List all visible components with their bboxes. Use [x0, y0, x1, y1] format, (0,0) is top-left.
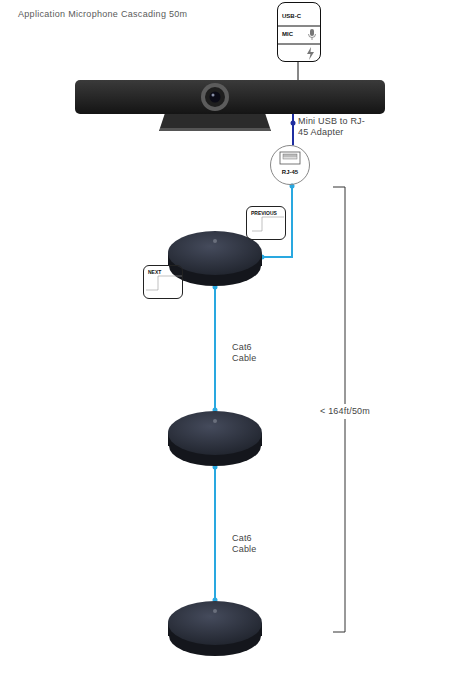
microphone	[168, 411, 262, 466]
port-sketch	[252, 217, 284, 231]
stand-base	[160, 128, 270, 131]
rj45-port-icon	[280, 152, 300, 164]
adapter-wire	[292, 114, 294, 146]
mic-icon	[309, 29, 316, 40]
port-sketch	[146, 276, 182, 290]
node-text: PREVIOUS	[251, 210, 277, 217]
cable-label: Cat6 Cable	[232, 533, 264, 555]
node-text: USB-C	[282, 7, 301, 25]
length-dimension: < 164ft/50m	[317, 404, 373, 419]
wire-dot	[291, 121, 296, 126]
adapter-label: Mini USB to RJ-45 Adapter	[298, 116, 366, 138]
camera-lens	[201, 83, 229, 111]
leader-line	[298, 62, 299, 80]
rj45-circle: RJ-45	[270, 145, 310, 185]
port-callout: USB-CMIC	[277, 2, 321, 62]
microphone	[168, 601, 262, 656]
power-icon	[307, 47, 314, 60]
port-callout: PREVIOUS	[246, 206, 286, 240]
callout-divider	[277, 44, 321, 45]
port-callout: NEXT	[143, 265, 183, 299]
cat6-cable	[214, 467, 216, 600]
callout-ground	[277, 2, 321, 62]
node-text: NEXT	[148, 269, 161, 276]
cat6-cable	[214, 287, 216, 410]
cable-label: Cat6 Cable	[232, 342, 264, 364]
node-text: RJ-45	[282, 168, 298, 176]
rj45-ground	[270, 145, 310, 185]
cat6-cable	[262, 186, 292, 257]
camera-stand	[159, 113, 271, 131]
node-text: MIC	[282, 25, 293, 43]
video-bar	[75, 80, 385, 114]
callout-divider	[277, 26, 321, 27]
diagram-title: Application Microphone Cascading 50m	[18, 9, 187, 19]
